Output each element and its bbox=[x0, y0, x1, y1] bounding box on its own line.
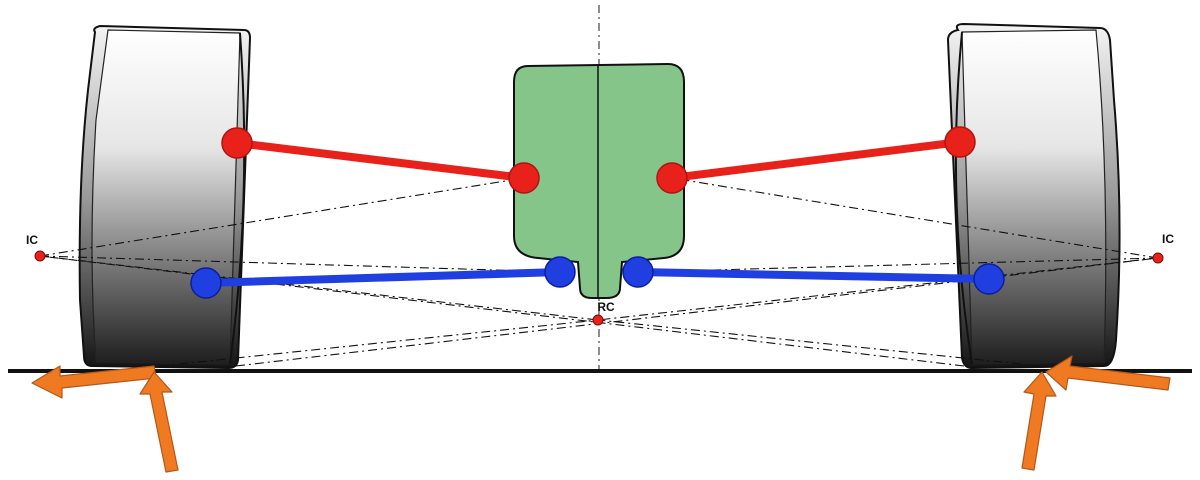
construction-lines bbox=[39, 177, 1159, 367]
right-lateral-force-arrow bbox=[1045, 355, 1171, 391]
force-arrows bbox=[31, 355, 1171, 473]
upper-arm-left-outer-joint bbox=[221, 127, 253, 159]
lower-arm-right-inner-joint bbox=[622, 256, 654, 288]
upper-arm-left-inner-joint bbox=[508, 162, 540, 194]
upper-arm-right bbox=[656, 126, 976, 194]
instant-center-left-point bbox=[34, 250, 46, 262]
left-lateral-force-arrow bbox=[31, 365, 157, 399]
lower-arm-right bbox=[622, 256, 1005, 295]
upper-arm-right-inner-joint bbox=[656, 162, 688, 194]
lower-arm-left-inner-joint bbox=[544, 256, 576, 288]
lower-arm-left-outer-joint bbox=[190, 267, 222, 299]
right-tire bbox=[946, 22, 1121, 370]
left-vertical-force-arrow bbox=[139, 371, 179, 473]
chassis bbox=[513, 62, 685, 299]
instant-center-right-point bbox=[1152, 252, 1164, 264]
left-tire bbox=[78, 24, 252, 370]
lower-arm-right-outer-joint bbox=[973, 263, 1005, 295]
lower-arm-left bbox=[190, 256, 576, 299]
upper-arm-left bbox=[221, 127, 540, 194]
roll-center-point bbox=[592, 314, 604, 326]
instant-center-right-label: IC bbox=[1162, 232, 1174, 246]
upper-arm-right-outer-joint bbox=[944, 126, 976, 158]
instant-center-left-label: IC bbox=[26, 233, 38, 247]
right-vertical-force-arrow bbox=[1021, 371, 1057, 471]
roll-center-label: RC bbox=[597, 300, 615, 314]
